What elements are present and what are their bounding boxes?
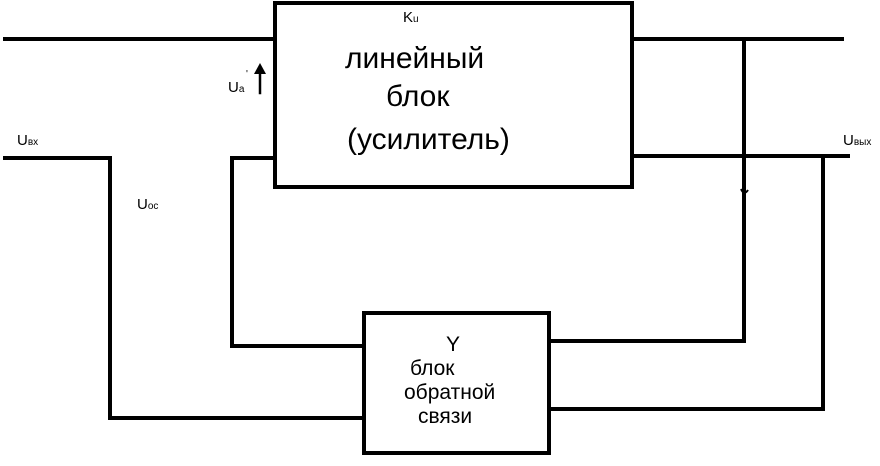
amplifier-title-line1: линейный [345, 42, 485, 75]
amplifier-input-voltage-label: Ua [228, 79, 245, 96]
amplifier-title-line2: блок [386, 80, 450, 113]
amplifier-gain-subscript: u [413, 14, 419, 25]
output-voltage-label: Uвых [843, 132, 872, 149]
feedback-block [362, 311, 551, 455]
amplifier-gain-label: Ku [403, 10, 419, 25]
feedback-title-line1: блок [410, 357, 455, 380]
amplifier-block [273, 1, 634, 189]
output-bottom-tap [547, 154, 825, 411]
input-voltage-label: Uвх [17, 132, 39, 149]
feedback-symbol: Y [446, 333, 461, 356]
feedback-title-line2: обратной [404, 381, 496, 404]
tap-tick-mark [740, 188, 749, 194]
feedback-return-wire [230, 156, 366, 348]
voltage-arrow-icon [254, 63, 266, 74]
amplifier-gain-symbol: K [403, 9, 414, 26]
amplifier-title-line3: (усилитель) [347, 123, 510, 156]
input-bottom-wire [3, 156, 366, 420]
feedback-title-line3: связи [418, 405, 473, 428]
amplifier-input-voltage-mark: ' [246, 69, 248, 80]
feedback-voltage-label: Uос [137, 196, 159, 213]
output-top-tap [547, 37, 746, 343]
